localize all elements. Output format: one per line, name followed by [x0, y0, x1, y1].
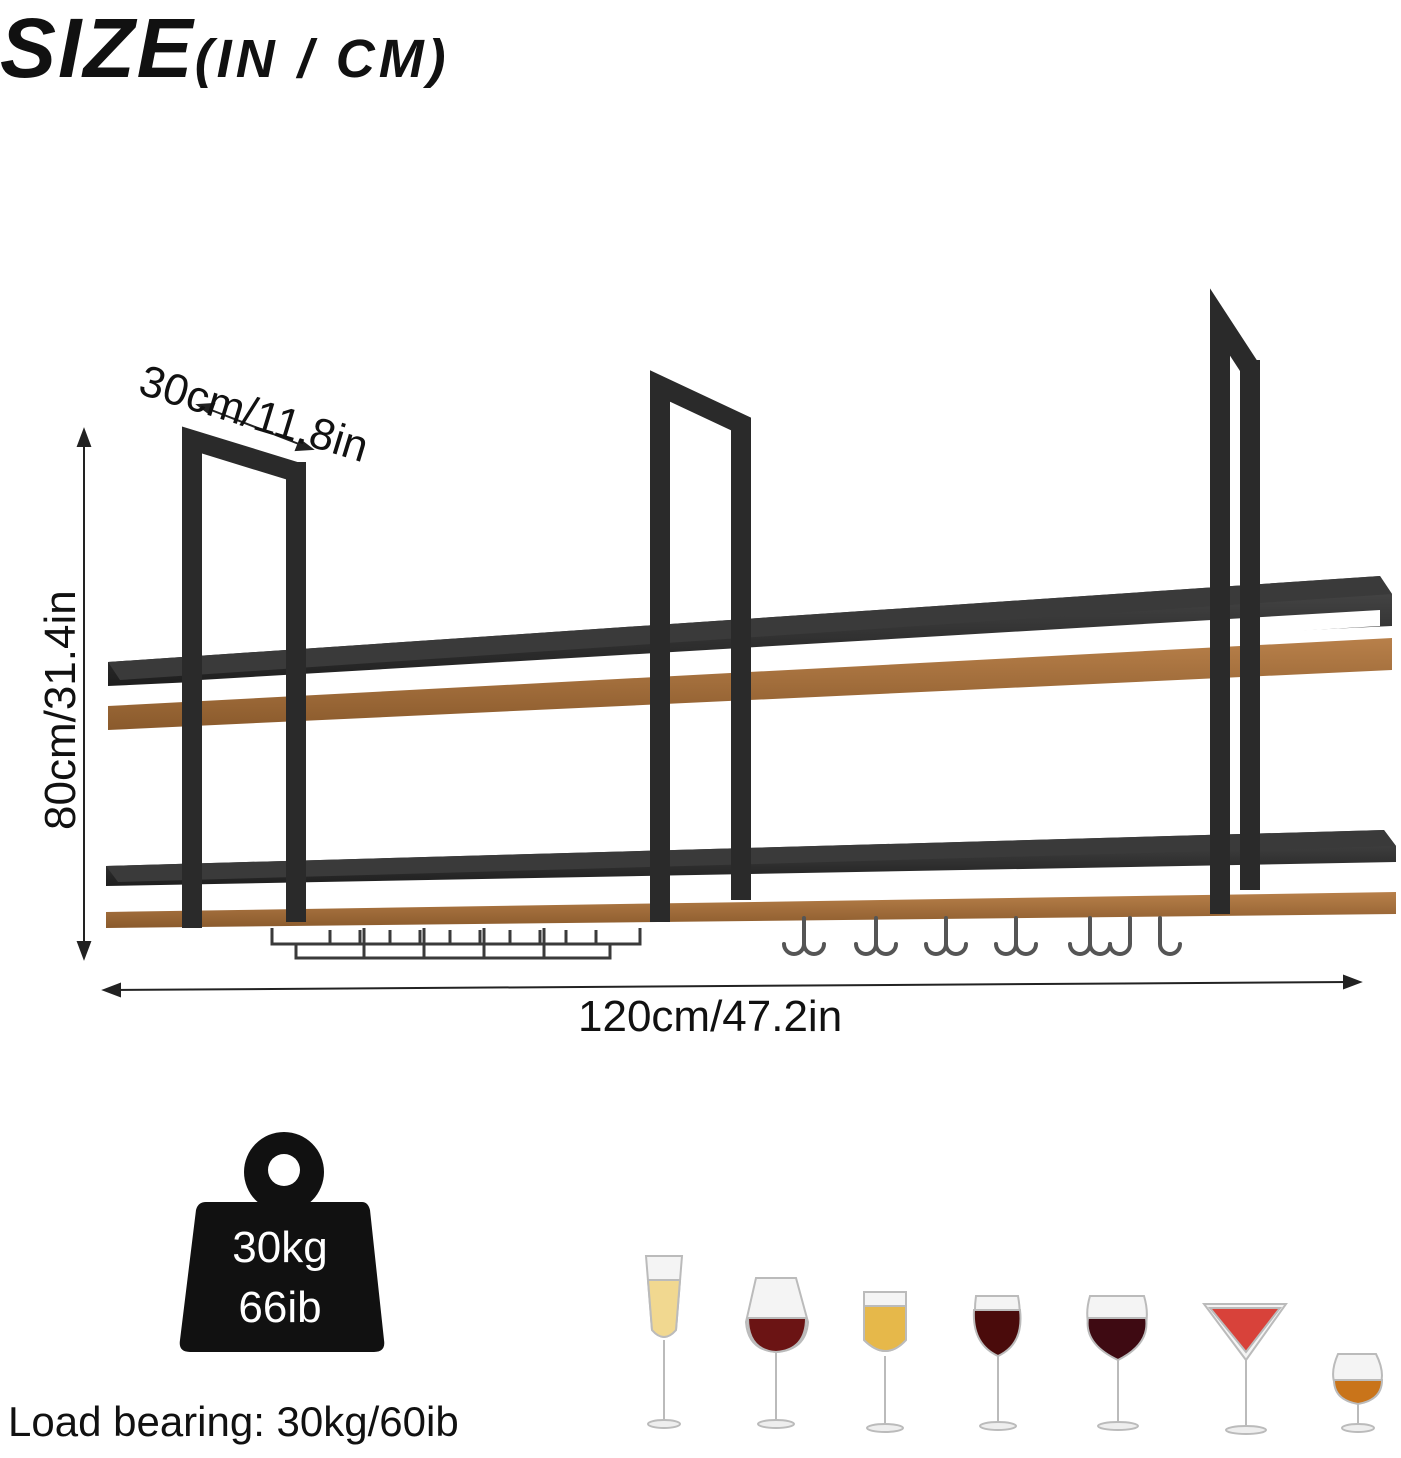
glass-holder-rack: [270, 928, 642, 960]
glass-row: [644, 1255, 1384, 1435]
hook-row: [782, 916, 1182, 956]
title-main: SIZE: [0, 1, 195, 95]
dimension-arrows: [76, 402, 1363, 998]
title-units: (IN / CM): [194, 29, 450, 89]
martini-glass-icon: [1202, 1303, 1288, 1435]
red-wine-glass-icon: [972, 1295, 1022, 1431]
weight-lb-label: 66ib: [238, 1283, 322, 1332]
width-dimension-label: 120cm/47.2in: [578, 992, 843, 1041]
tulip-glass-icon: [744, 1277, 810, 1429]
load-bearing-text: Load bearing: 30kg/60ib: [8, 1398, 459, 1445]
brandy-snifter-icon: [1332, 1353, 1384, 1433]
weight-kg-label: 30kg: [232, 1223, 328, 1272]
height-dimension-label: 80cm/31.4in: [36, 590, 85, 830]
page-title: SIZE(IN / CM): [0, 0, 450, 95]
champagne-flute-icon: [644, 1255, 684, 1429]
front-frames: [182, 288, 1260, 928]
white-wine-glass-icon: [863, 1291, 907, 1433]
weight-icon: [179, 1132, 385, 1352]
bordeaux-glass-icon: [1086, 1295, 1148, 1431]
